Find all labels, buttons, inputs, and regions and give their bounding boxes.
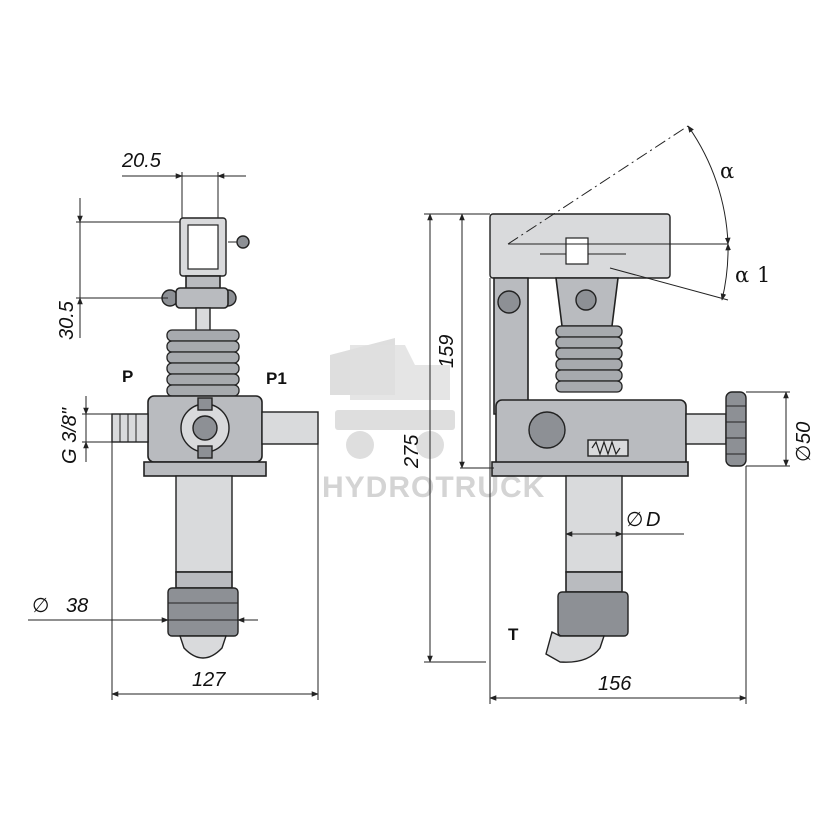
dim-50-label: 50: [793, 422, 815, 444]
cylinder-tube: [175, 475, 233, 573]
pivot-yoke: [175, 287, 229, 309]
logo-plate: [565, 237, 589, 265]
valve-shaft: [685, 413, 727, 445]
angle-alpha1-index: 1: [757, 263, 770, 287]
link-pivot-top: [497, 290, 521, 314]
dim-d-symbol: ∅: [626, 509, 643, 531]
suction-elbow: [545, 630, 605, 663]
dim-38-label: 38: [66, 595, 88, 617]
pin-nut: [236, 235, 250, 249]
dim-thread-label: G 3/8": [59, 407, 81, 464]
pump-body-side: [495, 399, 687, 469]
dim-156-label: 156: [598, 673, 632, 695]
arc-alpha1: [720, 243, 731, 301]
port-p-fitting: [111, 413, 149, 443]
base-flange-side: [491, 461, 689, 477]
port-p1-label: P1: [266, 369, 287, 388]
suction-nut-side: [557, 591, 629, 637]
piston-rod: [195, 307, 211, 333]
yoke-bolt: [575, 289, 597, 311]
bellows-left: [166, 329, 240, 397]
dim-diameter-symbol: ∅: [32, 595, 49, 617]
handle-axis-alpha1: [609, 267, 729, 301]
right-dimensions: α α 1 275 159 ∅ 50 ∅ D T 156: [401, 125, 815, 704]
dim-30-5-label: 30.5: [56, 300, 78, 340]
cylinder-tube-side: [565, 475, 623, 573]
stirrup-opening: [187, 224, 219, 270]
cylinder-collar: [175, 571, 233, 589]
valve-screw-bottom: [197, 445, 213, 459]
cylinder-collar-side: [565, 571, 623, 593]
release-knob: [725, 391, 747, 467]
arc-alpha: [687, 125, 731, 245]
dim-127-label: 127: [192, 669, 226, 691]
dim-d-label: D: [646, 509, 660, 531]
left-pump-view: [111, 217, 319, 659]
dim-159-label: 159: [436, 335, 458, 368]
truck-logo: [330, 338, 455, 459]
right-pump-view: [489, 213, 747, 663]
valve-screw-top: [197, 397, 213, 411]
base-flange: [143, 461, 267, 477]
check-valve-plug: [192, 415, 218, 441]
port-p-label: P: [122, 367, 133, 386]
port-t-label: T: [508, 625, 519, 644]
dim-50-symbol: ∅: [793, 445, 815, 462]
suction-filter: [179, 635, 227, 659]
dim-275-label: 275: [401, 434, 423, 469]
angle-alpha-label: α: [720, 159, 734, 183]
suction-nut: [167, 587, 239, 637]
bellows-right: [555, 325, 623, 393]
release-valve: [528, 411, 566, 449]
handle-axis-alpha: [507, 125, 689, 245]
angle-alpha1-label: α: [735, 263, 749, 287]
dim-50-group: ∅ 50: [793, 422, 815, 462]
dim-20-5-label: 20.5: [121, 150, 162, 172]
port-p1-plug: [261, 411, 319, 445]
left-dimensions: 20.5 30.5 G 3/8" P P1 ∅ 38 127: [28, 150, 319, 700]
